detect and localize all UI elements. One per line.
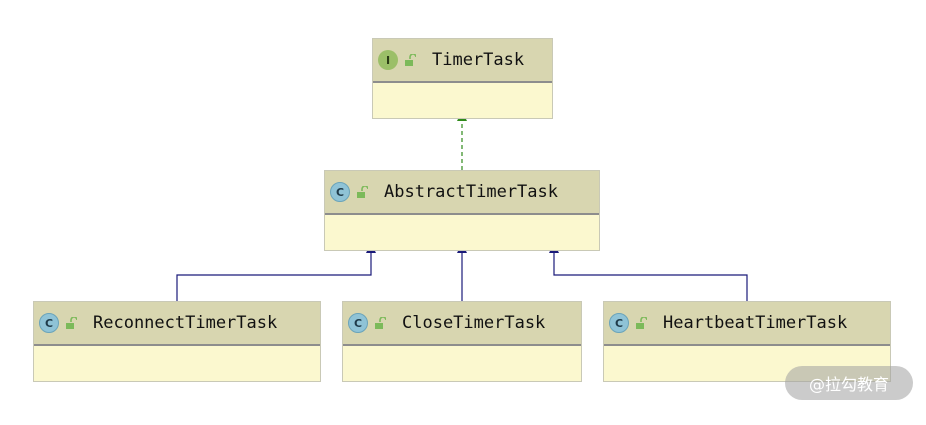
node-abstracttimertask[interactable]: C AbstractTimerTask [324,170,600,251]
node-abstracttimertask-body [325,215,599,294]
class-icon: C [348,313,368,333]
node-heartbeattimertask-header: C HeartbeatTimerTask [604,302,890,346]
node-closetimertask-name: CloseTimerTask [402,313,546,333]
watermark-badge: @拉勾教育 [785,366,913,400]
unlocked-icon [636,316,647,329]
class-icon: C [39,313,59,333]
unlocked-icon [66,316,77,329]
node-abstracttimertask-name: AbstractTimerTask [384,182,558,202]
unlocked-icon [405,53,416,66]
node-closetimertask[interactable]: C CloseTimerTask [342,301,582,382]
class-icon: C [609,313,629,333]
edge-heartbeattimertask-extends-abstracttimertask [549,243,748,301]
node-heartbeattimertask[interactable]: C HeartbeatTimerTask [603,301,891,382]
node-timertask[interactable]: I TimerTask [372,38,553,119]
node-reconnecttimertask-name: ReconnectTimerTask [93,313,278,333]
unlocked-icon [357,185,368,198]
node-heartbeattimertask-name: HeartbeatTimerTask [663,313,848,333]
edges-layer [176,111,748,301]
node-reconnecttimertask[interactable]: C ReconnectTimerTask [33,301,321,382]
node-timertask-header: I TimerTask [373,39,552,83]
node-timertask-body [373,83,552,162]
abstract-class-icon: C [330,182,350,202]
node-closetimertask-header: C CloseTimerTask [343,302,581,346]
node-closetimertask-body [343,346,581,425]
node-timertask-name: TimerTask [432,50,525,70]
interface-icon: I [378,50,398,70]
unlocked-icon [375,316,386,329]
node-abstracttimertask-header: C AbstractTimerTask [325,171,599,215]
node-reconnecttimertask-body [34,346,320,425]
node-reconnecttimertask-header: C ReconnectTimerTask [34,302,320,346]
edge-reconnecttimertask-extends-abstracttimertask [176,243,376,301]
